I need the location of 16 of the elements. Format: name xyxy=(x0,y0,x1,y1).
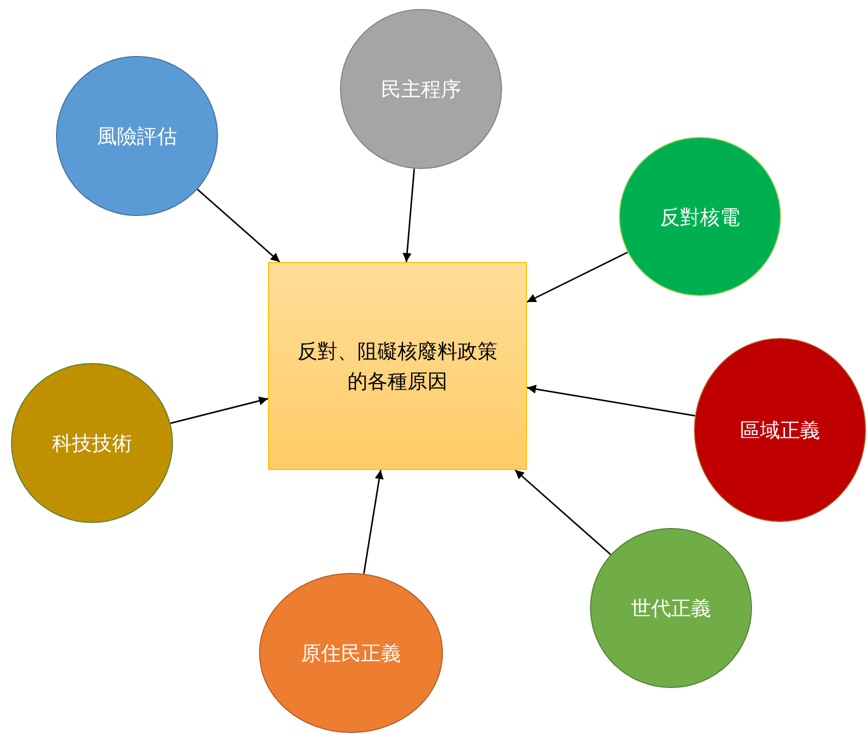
node-label: 世代正義 xyxy=(631,595,711,622)
node-label: 反對核電 xyxy=(660,204,740,230)
arrow xyxy=(514,469,612,556)
node-label: 民主程序 xyxy=(381,76,461,103)
node-label: 風險評估 xyxy=(97,123,177,150)
arrow xyxy=(196,188,280,263)
node-label: 原住民正義 xyxy=(301,640,401,667)
arrow xyxy=(402,168,415,262)
arrow xyxy=(363,470,384,574)
node-label: 科技技術 xyxy=(52,430,132,457)
arrow xyxy=(170,396,268,424)
node-label: 反對、阻礙核廢料政策的各種原因 xyxy=(296,338,498,395)
arrow xyxy=(526,252,628,303)
arrow xyxy=(526,384,696,417)
reason-box xyxy=(268,262,527,470)
node-label: 區域正義 xyxy=(740,417,820,444)
